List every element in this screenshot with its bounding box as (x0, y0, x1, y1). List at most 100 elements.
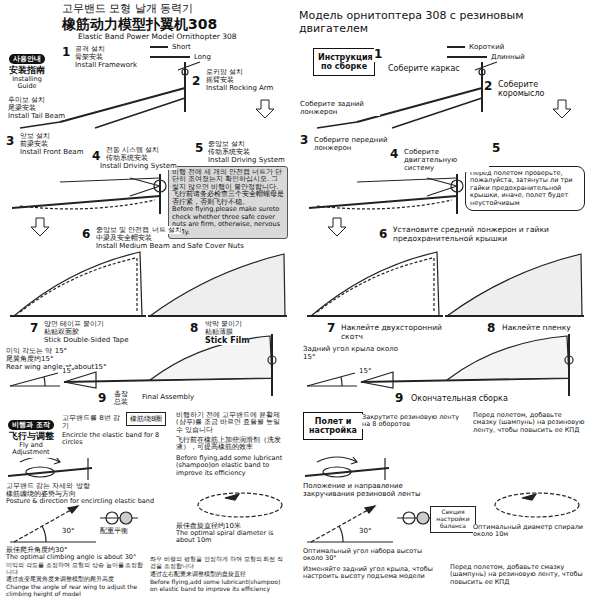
step-number: 7 (30, 322, 38, 336)
caption-text: Соберите двигательную систему (404, 148, 489, 172)
caption-text: Короткий (469, 43, 504, 51)
caption-text: Наклейте двухсторонний скотч (341, 324, 461, 341)
caption-text: 양면 테이프 붙이기 (44, 320, 104, 328)
caption-text: 通过左右配重来调整模型的盘旋直径 (150, 571, 246, 578)
caption-text: Rear wing angle at about15° (6, 363, 107, 371)
box-text: Before flying,please make sureto check w… (172, 206, 284, 236)
caption-text: 후미보 설치 (8, 96, 45, 104)
caption-text: Соберите коромысло (498, 80, 586, 98)
caption-text: Наклейте пленку (502, 324, 571, 333)
caption-text: Перед полетом, добавьте смазку (шампунь)… (450, 564, 586, 586)
caption-text: 通过改变尾翼角度来调整模型的爬升高度 (6, 576, 114, 583)
step-number: Stick Film (205, 336, 249, 345)
caption-text: 骨架安装 (75, 53, 103, 61)
caption-text: Install Rocking Arm (206, 84, 273, 92)
step-number: 1 (62, 46, 70, 60)
caption-text: 전동 시스템 설치 (106, 146, 159, 154)
caption-text: 中梁及安全帽安装 (96, 234, 152, 242)
caption-text: 박막 붙이기 (205, 320, 242, 328)
caption-text: 尾梁安装 (8, 104, 36, 112)
caption-text: Posture & direction for encircling elast… (6, 498, 154, 505)
step-number: 3 (6, 135, 14, 149)
heading-box: 橡筋绕8圈 (126, 412, 166, 426)
heading-box: Полет и настройка (303, 412, 363, 440)
caption-text: 配重平衡 (100, 528, 128, 535)
step-number: 4 (390, 148, 398, 162)
step-number: 2 (484, 80, 492, 94)
box-text: Секция настройки баланса (433, 509, 473, 530)
caption-text: 총장 (114, 390, 128, 398)
caption-text: 15° (62, 367, 74, 375)
box-text: Fly and Adjustment (5, 442, 57, 457)
caption-text: Encircle the elastic band for 8 circles (62, 432, 170, 447)
step-number: 3 (300, 134, 308, 148)
caption-text: 最佳爬升角度约30° (6, 546, 67, 554)
step-number: 9 (395, 392, 403, 406)
caption-text: Install Driving System (208, 156, 285, 164)
caption-text: 앞보 설치 (20, 132, 50, 140)
title: 橡筋动力模型扑翼机308 (62, 16, 217, 32)
box-text: 飞行与调整 (5, 431, 57, 441)
step-number: 1 (374, 48, 382, 62)
caption-text: Short (172, 43, 191, 51)
note-box: 비행 전에 세 개의 안전캡 너트가 단단히 조여졌는지 확인하십시오. 그렇지… (168, 166, 288, 239)
caption-text: Install Framework (75, 61, 137, 69)
box-text: 橡筋绕8圈 (130, 415, 162, 423)
caption-text: 摇臂安装 (206, 76, 234, 84)
box-text: Полет и настройка (308, 417, 358, 435)
caption-text: Изменяйте задний угол крыла, чтобы настр… (303, 566, 443, 581)
heading-box: Инструкция по сборке (313, 48, 375, 76)
caption-text: 传动系统安装 (208, 148, 250, 156)
left-illustration (8, 47, 287, 542)
caption-text: 30° (359, 527, 371, 535)
note-box: Перед полетом проверьте, пожалуйста, зат… (465, 166, 585, 211)
caption-text: Установите средний лонжерон и гайки пред… (393, 226, 578, 243)
box-text: 安装指南 (5, 65, 49, 75)
caption-text: Соберите задний лонжерон (300, 100, 380, 116)
step-number: 8 (190, 322, 198, 336)
caption-text: The optimal spiral diameter is about 10m (176, 530, 288, 545)
caption-text: 传动系统安装 (106, 154, 148, 162)
caption-text: 중앙보 설치 (208, 140, 245, 148)
caption-text: The optimal climbing angle is about 30° (6, 554, 136, 561)
caption-text: 橡筋缠绕的姿势与方向 (6, 490, 76, 498)
caption-text: 粘贴薄膜 (205, 328, 233, 336)
caption-text: 좌우 비행의 평형을 안정하게 하여 모형의 회전 직경을 조정합니다 (150, 556, 288, 570)
caption-text: Stick Double-Sided Tape (44, 336, 129, 344)
caption-text: 前梁安装 (20, 140, 48, 148)
caption-text: Before flying,add some lubricant (shampo… (176, 455, 288, 477)
box-text: Installing Guide (5, 76, 49, 91)
box-text: Инструкция по сборке (318, 53, 370, 71)
caption-text: Окончательная сборка (411, 394, 508, 403)
heading-box: Секция настройки баланса (430, 506, 476, 533)
caption-text: 尾翼角度约15° (6, 355, 53, 363)
step-number: 5 (195, 142, 203, 156)
caption-text: Install Medium Beam and Safe Cover Nuts (96, 242, 244, 250)
heading-box: 비행과 조작飞行与调整Fly and Adjustment (4, 412, 58, 458)
caption-text: 总装 (114, 398, 128, 406)
right-illustration (305, 47, 584, 542)
caption-text: Перед полетом, добавьте смазку (шампунь)… (473, 412, 587, 434)
box-text: 비행과 조작 (8, 420, 53, 430)
caption-text: Elastic Band Power Model Ornithopter 308 (78, 33, 237, 42)
caption-text: Длинный (491, 53, 525, 61)
caption-text: 粘贴双面胶 (44, 328, 79, 336)
heading-box: 사용안내安装指南Installing Guide (4, 46, 50, 92)
caption-text: Change the angle of rear wing to adjust … (6, 584, 151, 598)
step-number: 8 (487, 322, 495, 336)
caption-text: Оптимальный угол набора высоты около 30° (303, 548, 443, 563)
caption-text: Long (194, 53, 211, 61)
caption-text: 로커암 설치 (206, 68, 243, 76)
caption-text: 고무밴드 감는 자세와 방향 (6, 482, 90, 490)
step-number: 7 (327, 322, 335, 336)
caption-text: 미익 각도는 약 15° (6, 347, 67, 355)
step-number: 2 (192, 75, 200, 89)
step-number: 6 (82, 228, 90, 242)
caption-text: 15° (359, 367, 371, 375)
caption-text: Before flying,add some lubricant(shampoo… (150, 579, 288, 593)
caption-text: 고무밴드 모형 날개 동력기 (62, 3, 194, 16)
caption-text: 고무밴드를 8번 감기 (62, 414, 122, 430)
caption-text: 最佳盘旋直径约10米 (176, 522, 241, 530)
box-text: 飞行前请务必检查三个安全帽螺母是否拧紧，否则飞行不稳。 (172, 191, 284, 206)
